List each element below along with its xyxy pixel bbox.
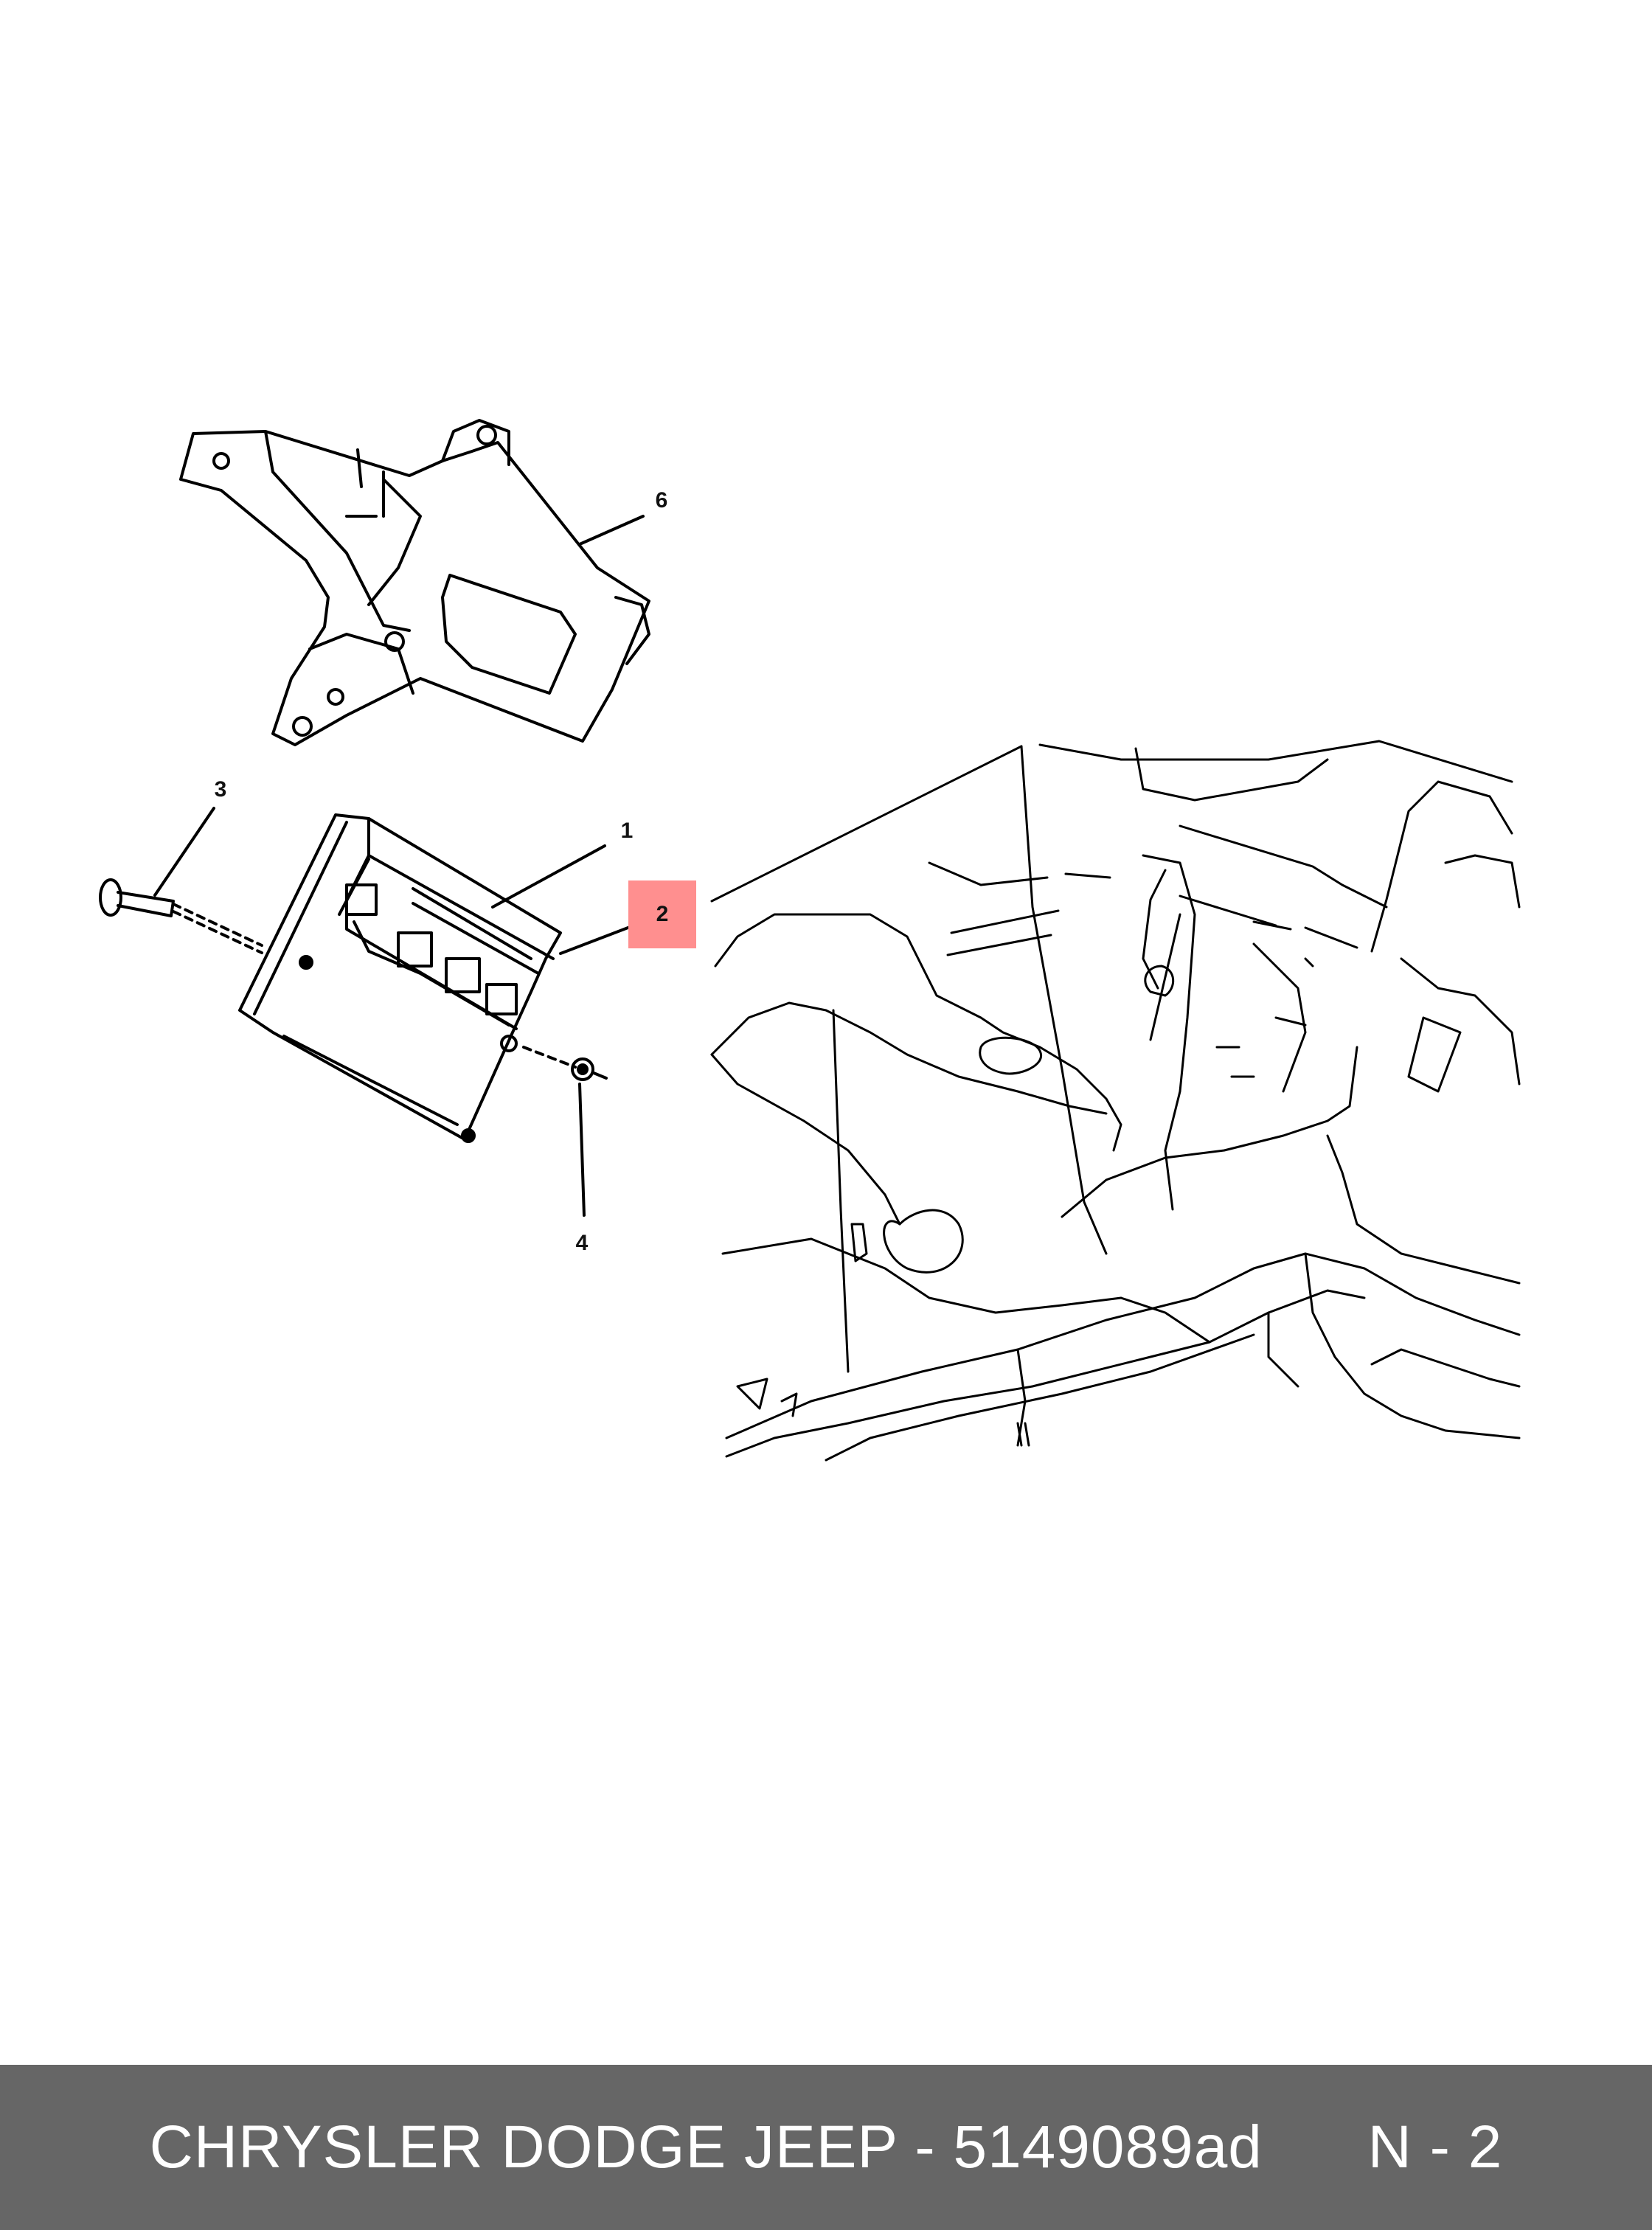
bolt-part-3 <box>99 878 263 954</box>
footer-reference-number: N - 2 <box>1367 2113 1503 2181</box>
vehicle-body-structure <box>710 740 1521 1462</box>
footer-spacer <box>1263 2113 1368 2182</box>
leader-line-6 <box>578 515 645 546</box>
leader-line-4 <box>578 1083 586 1217</box>
leader-line-2 <box>559 923 637 955</box>
mounting-bracket-part-6 <box>179 419 650 746</box>
footer-brand-part-number: CHRYSLER DODGE JEEP - 5149089ad <box>149 2113 1263 2181</box>
nut-part-4 <box>522 1046 608 1081</box>
leader-line-1 <box>491 844 606 909</box>
callout-label-2-highlighted[interactable]: 2 <box>628 880 696 948</box>
callout-label-4: 4 <box>575 1231 589 1255</box>
parts-diagram <box>99 419 1521 1462</box>
control-module-part-1 <box>238 813 562 1143</box>
callout-label-6: 6 <box>655 488 668 513</box>
leader-line-3 <box>153 807 215 897</box>
footer-bar: CHRYSLER DODGE JEEP - 5149089ad N - 2 <box>0 2065 1652 2230</box>
callout-label-1: 1 <box>620 819 634 843</box>
callout-label-3: 3 <box>214 777 227 802</box>
